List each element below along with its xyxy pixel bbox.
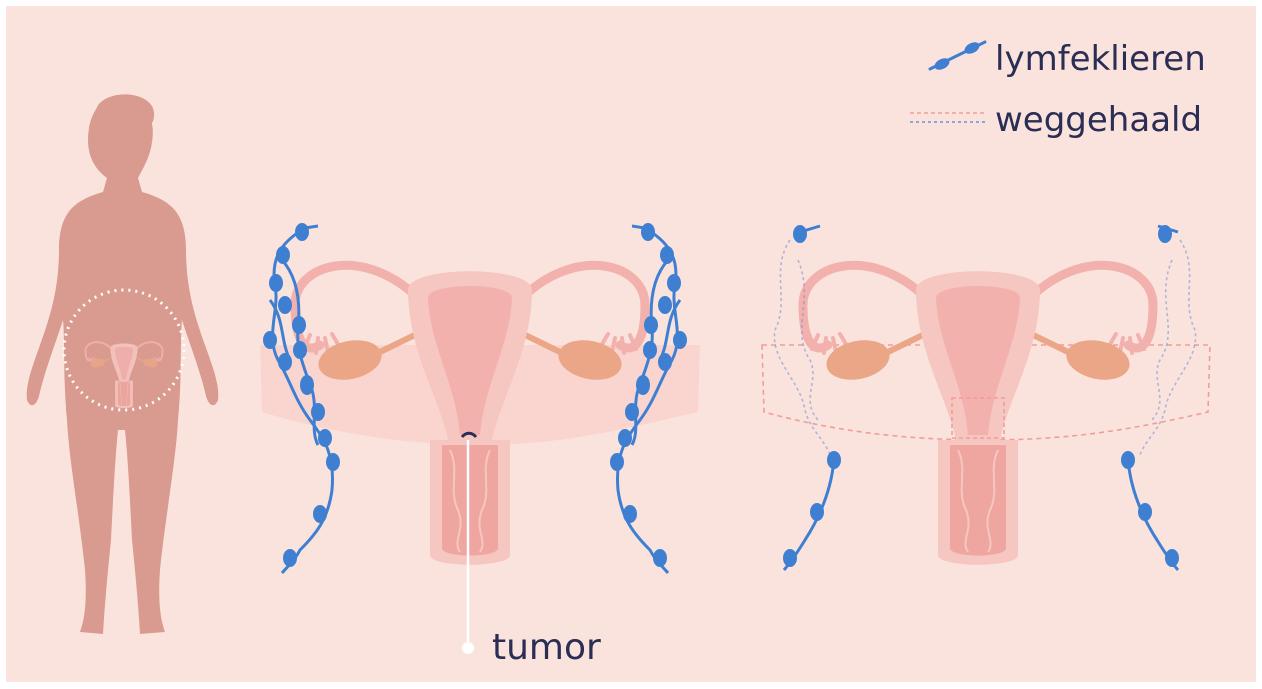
legend: lymfeklieren weggehaald [910, 39, 1206, 140]
removed-lymph-right [1140, 240, 1196, 455]
lymph-node-icon [930, 40, 985, 72]
uterus-icon-after [803, 265, 1153, 564]
legend-lymph-nodes-label: lymfeklieren [995, 39, 1206, 79]
tumor-pointer-dot [462, 642, 474, 654]
uterus-after-diagram [762, 225, 1210, 570]
remaining-lymph-right [1121, 225, 1179, 570]
removed-dashed-line-icon [910, 113, 985, 122]
tumor-label: tumor [492, 627, 601, 668]
uterus-before-diagram: tumor [260, 223, 700, 668]
legend-removed-label: weggehaald [995, 100, 1202, 140]
